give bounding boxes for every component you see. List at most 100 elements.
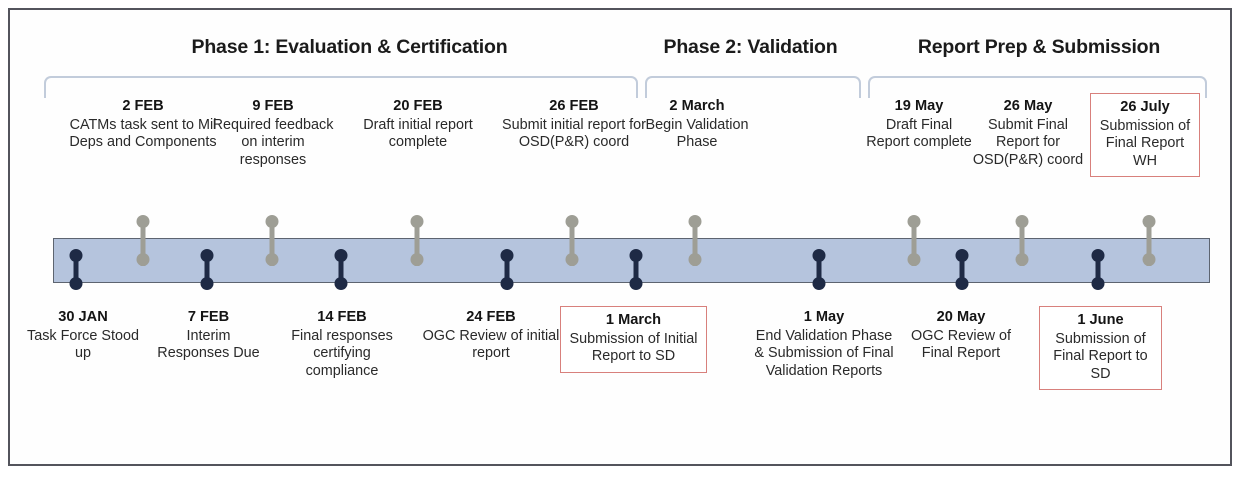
milestone-date: 26 May [1003,98,1053,114]
pin-foot-dot [69,277,83,290]
milestone-description: Submission of Final Report WH [1099,117,1191,169]
pin-stem [1019,221,1025,266]
pin-foot-dot [265,253,279,266]
milestone-date: 19 May [894,98,944,114]
milestone-date: 14 FEB [317,309,367,325]
timeline-pin-above [907,215,921,273]
pin-stem [692,221,698,266]
pin-foot-dot [1015,253,1029,266]
milestone-date: 2 March [669,98,725,114]
pin-stem [73,255,79,289]
timeline-pin-below [200,249,214,295]
milestone-date: 26 FEB [549,98,599,114]
timeline-pin-below [955,249,969,295]
milestone-date: 24 FEB [466,309,516,325]
timeline-pin-below [500,249,514,295]
pin-stem [1146,221,1152,266]
milestone-label: 7 FEB Interim Responses Due [150,309,267,363]
milestone-date: 20 May [936,309,986,325]
pin-head-dot [1091,249,1105,262]
milestone-date: 9 FEB [252,98,294,114]
pin-stem [269,221,275,266]
phase-bracket-3 [868,76,1207,98]
pin-foot-dot [500,277,514,290]
milestone-description: Begin Validation Phase [645,116,749,151]
timeline-pin-below [334,249,348,295]
milestone-label: 24 FEB OGC Review of initial report [421,309,561,363]
pin-foot-dot [565,253,579,266]
milestone-description: OGC Review of initial report [422,327,560,362]
pin-head-dot [200,249,214,262]
phase-title-3: Report Prep & Submission [917,36,1161,58]
pin-foot-dot [334,277,348,290]
milestone-date: 1 March [605,312,662,328]
timeline-pin-above [265,215,279,273]
timeline-pin-above [410,215,424,273]
pin-stem [959,255,965,289]
pin-head-dot [265,215,279,228]
milestone-date: 1 May [803,309,845,325]
pin-head-dot [1015,215,1029,228]
milestone-description: Submission of Final Report to SD [1053,330,1148,382]
pin-head-dot [69,249,83,262]
pin-stem [911,221,917,266]
milestone-description: Submission of Initial Report to SD [569,330,698,365]
timeline-pin-above [1015,215,1029,273]
pin-stem [414,221,420,266]
pin-foot-dot [136,253,150,266]
milestone-description: CATMs task sent to Mil Deps and Componen… [69,116,217,151]
pin-head-dot [907,215,921,228]
milestone-date: 20 FEB [393,98,443,114]
phase-bracket-2 [645,76,861,98]
milestone-description: Interim Responses Due [157,327,260,362]
phase-title-2: Phase 2: Validation [663,36,838,58]
pin-stem [338,255,344,289]
pin-stem [204,255,210,289]
pin-foot-dot [200,277,214,290]
milestone-description: Task Force Stood up [27,327,139,362]
pin-head-dot [565,215,579,228]
milestone-description: Draft Final Report complete [866,116,972,151]
pin-foot-dot [955,277,969,290]
milestone-date: 2 FEB [122,98,164,114]
pin-stem [569,221,575,266]
pin-stem [140,221,146,266]
pin-head-dot [500,249,514,262]
milestone-description: Submit Final Report for OSD(P&R) coord [972,116,1084,168]
phase-title-1: Phase 1: Evaluation & Certification [191,36,508,58]
pin-foot-dot [907,253,921,266]
timeline-pin-below [69,249,83,295]
pin-foot-dot [688,253,702,266]
milestone-description: End Validation Phase & Submission of Fin… [754,327,894,379]
timeline-pin-below [812,249,826,295]
pin-head-dot [136,215,150,228]
diagram-frame: Phase 1: Evaluation & Certification Phase… [8,8,1232,466]
pin-head-dot [688,215,702,228]
pin-stem [1095,255,1101,289]
pin-head-dot [410,215,424,228]
phase-bracket-1 [44,76,638,98]
timeline-pin-above [136,215,150,273]
pin-head-dot [955,249,969,262]
timeline-pin-above [688,215,702,273]
milestone-date: 7 FEB [187,309,230,325]
pin-head-dot [629,249,643,262]
pin-foot-dot [629,277,643,290]
pin-foot-dot [1091,277,1105,290]
timeline-pin-above [565,215,579,273]
timeline-pin-below [629,249,643,295]
timeline-pin-above [1142,215,1156,273]
milestone-date: 1 June [1077,312,1124,328]
